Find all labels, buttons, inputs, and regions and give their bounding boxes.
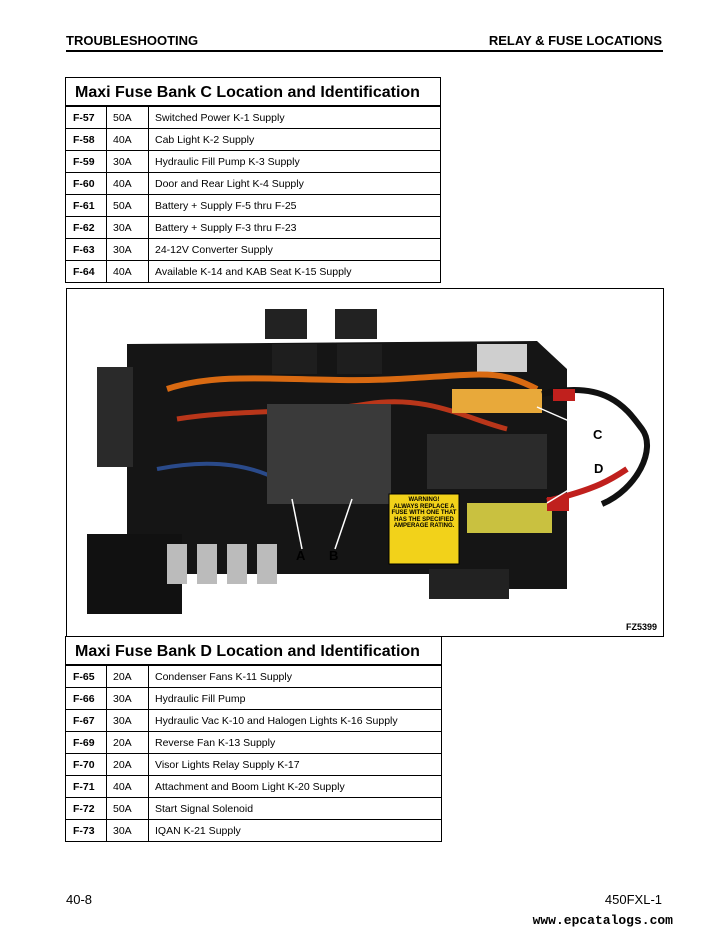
fuse-amperage: 20A [106,664,149,688]
watermark: www.epcatalogs.com [532,913,673,928]
fuse-id: F-62 [65,216,107,239]
fuse-description: Attachment and Boom Light K-20 Supply [148,775,442,798]
callout-d: D [594,461,604,476]
warning-label [388,493,460,565]
fuse-id: F-73 [65,819,107,842]
fuse-id: F-58 [65,128,107,151]
header-section-title: TROUBLESHOOTING [66,33,199,48]
header-rule [66,50,663,52]
fuse-amperage: 30A [106,709,149,732]
warning-label-body: ALWAYS REPLACE A FUSE WITH ONE THAT HAS … [391,503,457,530]
fuse-description: Door and Rear Light K-4 Supply [148,172,441,195]
warning-label-title: WARNING! [408,497,440,503]
fuse-id: F-70 [65,753,107,776]
bottom-connector-block [87,534,182,614]
fuse-id: F-65 [65,664,107,688]
fuse-id: F-60 [65,172,107,195]
fuse-amperage: 50A [106,194,149,217]
fuse-description: Hydraulic Fill Pump [148,687,442,710]
fuse-amperage: 20A [106,731,149,754]
fuse-amperage: 30A [106,216,149,239]
fuse-description: Visor Lights Relay Supply K-17 [148,753,442,776]
fuse-amperage: 30A [106,150,149,173]
fuse-id: F-64 [65,260,107,283]
fuse-description: Cab Light K-2 Supply [148,128,441,151]
maxi-fuse-bank-c [452,389,542,413]
callout-a: A [296,548,306,563]
fuse-description: Switched Power K-1 Supply [148,105,441,129]
fuse-bank-d-table: Maxi Fuse Bank D Location and Identifica… [65,636,442,842]
fuse-panel-illustration [87,309,650,614]
fuse-panel-photo: A B C D WARNING! ALWAYS REPLACE A FUSE W… [66,288,664,637]
fuse-id: F-69 [65,731,107,754]
fuse-description: Available K-14 and KAB Seat K-15 Supply [148,260,441,283]
figure-id: FZ5399 [625,622,657,632]
fuse-id: F-61 [65,194,107,217]
fuse-amperage: 30A [106,238,149,261]
fuse-amperage: 40A [106,128,149,151]
fuse-id: F-71 [65,775,107,798]
model-number: 450FXL-1 [604,892,662,907]
fuse-amperage: 40A [106,775,149,798]
fuse-amperage: 40A [106,172,149,195]
callout-b: B [329,548,339,563]
fuse-id: F-59 [65,150,107,173]
grey-connectors [477,344,527,372]
warning-label-text: WARNING! ALWAYS REPLACE A FUSE WITH ONE … [391,497,457,530]
page-number: 40-8 [66,892,93,907]
fuse-id: F-66 [65,687,107,710]
fuse-description: IQAN K-21 Supply [148,819,442,842]
fuse-bank-d-title: Maxi Fuse Bank D Location and Identifica… [65,636,442,666]
fuse-description: Hydraulic Vac K-10 and Halogen Lights K-… [148,709,442,732]
fuse-bank-c-table: Maxi Fuse Bank C Location and Identifica… [65,77,441,283]
callout-c: C [593,427,603,442]
fuse-bank-c-title: Maxi Fuse Bank C Location and Identifica… [65,77,441,107]
fuse-description: Condenser Fans K-11 Supply [148,664,442,688]
fuse-amperage: 30A [106,819,149,842]
header-page-topic: RELAY & FUSE LOCATIONS [488,33,662,48]
fuse-block-b [329,404,391,504]
fuse-id: F-57 [65,105,107,129]
fuse-amperage: 30A [106,687,149,710]
fuse-description: Battery + Supply F-5 thru F-25 [148,194,441,217]
fuse-id: F-63 [65,238,107,261]
fuse-amperage: 40A [106,260,149,283]
fuse-block-a [267,404,329,504]
fuse-description: Reverse Fan K-13 Supply [148,731,442,754]
fuse-amperage: 20A [106,753,149,776]
fuse-description: 24-12V Converter Supply [148,238,441,261]
fuse-amperage: 50A [106,797,149,820]
fuse-description: Battery + Supply F-3 thru F-23 [148,216,441,239]
fuse-id: F-72 [65,797,107,820]
fuse-description: Start Signal Solenoid [148,797,442,820]
fuse-id: F-67 [65,709,107,732]
fuse-description: Hydraulic Fill Pump K-3 Supply [148,150,441,173]
terminal-strip [97,367,133,467]
fuse-amperage: 50A [106,105,149,129]
relay-bank [427,434,547,489]
maxi-fuse-bank-d [467,503,552,533]
